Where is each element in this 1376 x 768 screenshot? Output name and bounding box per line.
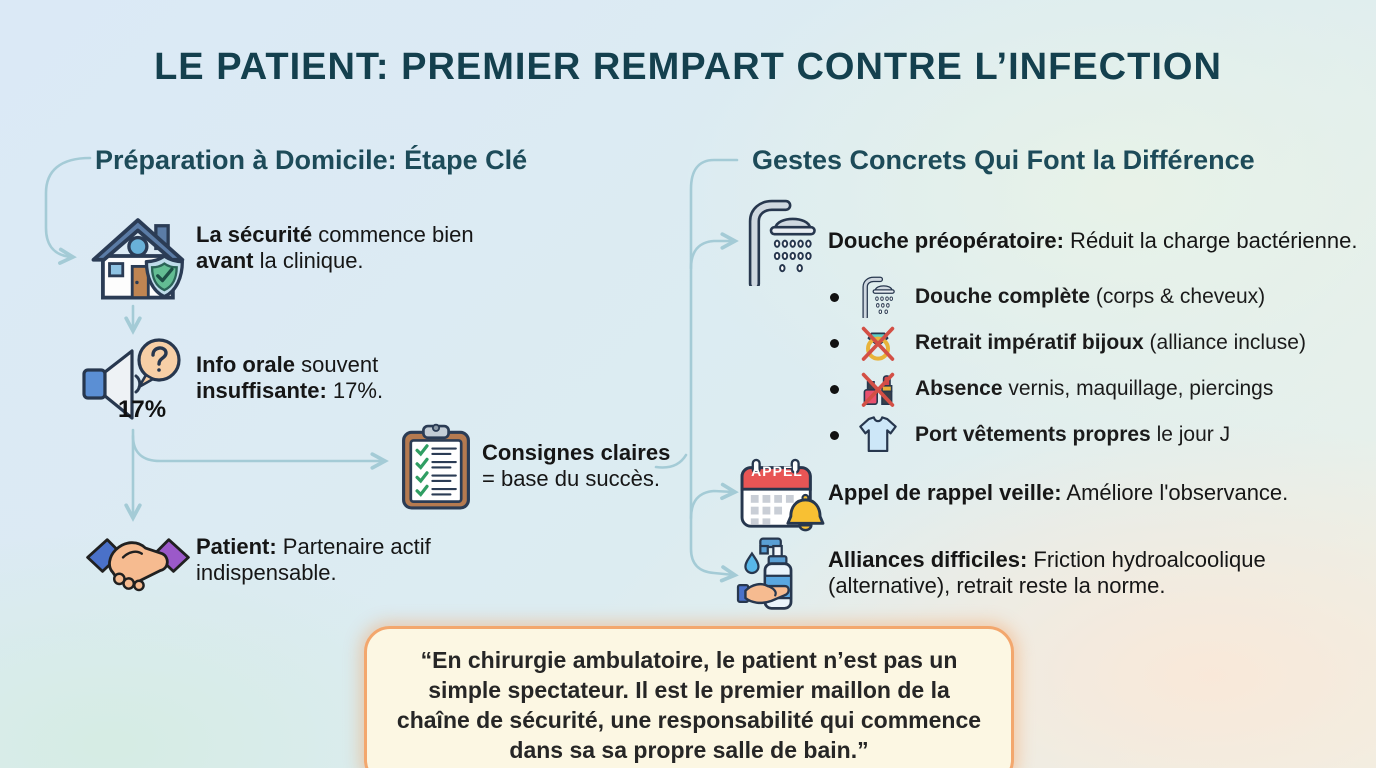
bullet-1-text: Douche complète (corps & cheveux) bbox=[915, 285, 1266, 308]
bullet-2-text: Retrait impératif bijoux (alliance inclu… bbox=[915, 331, 1306, 354]
bullet-dot bbox=[830, 384, 839, 394]
bullet-4-text: Port vêtements propres le jour J bbox=[915, 423, 1231, 446]
house-shield-icon bbox=[84, 206, 188, 311]
left-section-header: Préparation à Domicile: Étape Clé bbox=[95, 145, 528, 175]
shower-icon bbox=[744, 198, 818, 291]
bullet-item-clean-clothes: Port vêtements propres le jour J bbox=[830, 412, 1375, 458]
clipboard-checklist-icon bbox=[400, 423, 472, 516]
no-makeup-icon bbox=[855, 369, 901, 409]
right-item-2-text: Appel de rappel veille: Améliore l'obser… bbox=[828, 480, 1289, 505]
hand-sanitizer-icon bbox=[736, 533, 820, 618]
center-item-text: Consignes claires = base du succès. bbox=[482, 440, 671, 492]
bullet-dot bbox=[830, 338, 839, 348]
right-item-1-text: Douche préopératoire: Réduit la charge b… bbox=[828, 228, 1358, 253]
bullet-dot bbox=[830, 292, 839, 302]
bullet-list: Douche complète (corps & cheveux) Retrai… bbox=[830, 274, 1375, 458]
bullet-item-no-jewelry: Retrait impératif bijoux (alliance inclu… bbox=[830, 320, 1375, 366]
right-item-3-text: Alliances difficiles: Friction hydroalco… bbox=[828, 547, 1266, 599]
handshake-icon bbox=[82, 528, 194, 603]
bullet-item-no-makeup: Absence vernis, maquillage, piercings bbox=[830, 366, 1375, 412]
reminder-call-calendar-icon: APPEL bbox=[738, 456, 828, 534]
bullet-item-shower: Douche complète (corps & cheveux) bbox=[830, 274, 1375, 320]
right-section-header: Gestes Concrets Qui Font la Différence bbox=[752, 145, 1255, 175]
calendar-appel-label: APPEL bbox=[751, 463, 803, 479]
no-jewelry-icon bbox=[855, 323, 901, 363]
left-item-3-text: Patient: Partenaire actif indispensable. bbox=[196, 534, 431, 586]
quote-text: “En chirurgie ambulatoire, le patient n’… bbox=[396, 647, 982, 763]
shower-small-icon bbox=[855, 276, 901, 318]
stat-17-percent: 17% bbox=[118, 396, 167, 423]
bullet-3-text: Absence vernis, maquillage, piercings bbox=[915, 377, 1274, 400]
tshirt-icon bbox=[855, 415, 901, 455]
left-item-1-text: La sécurité commence bien avant la clini… bbox=[196, 222, 474, 274]
bullet-dot bbox=[830, 430, 839, 440]
speaker-question-icon: 17% bbox=[80, 338, 190, 430]
left-item-2-text: Info orale souvent insuffisante: 17%. bbox=[196, 352, 384, 404]
quote-box: “En chirurgie ambulatoire, le patient n’… bbox=[364, 626, 1014, 768]
page-title: LE PATIENT: PREMIER REMPART CONTRE L’INF… bbox=[154, 46, 1222, 88]
